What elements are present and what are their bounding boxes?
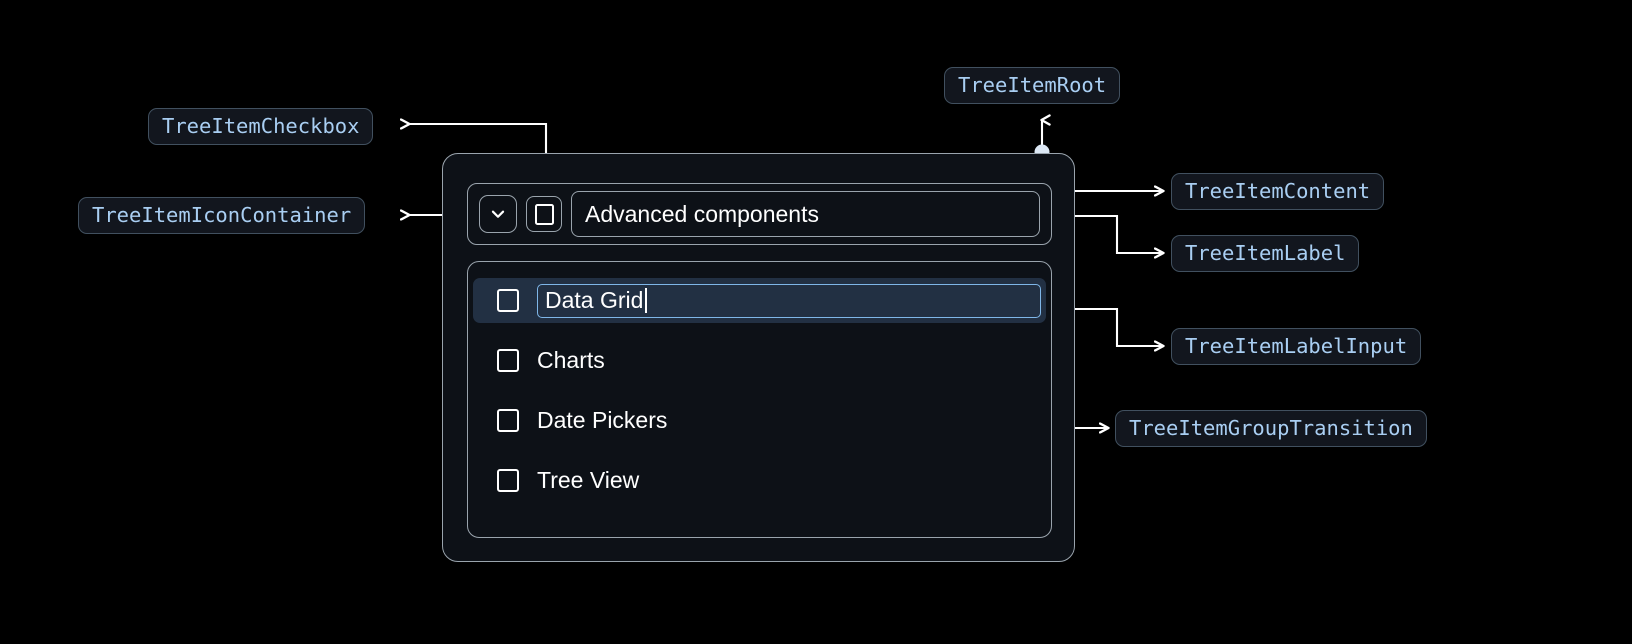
tree-item-label-input-value: Data Grid bbox=[545, 287, 644, 313]
tree-item-root[interactable]: Advanced components Data Grid Charts Dat… bbox=[442, 153, 1075, 562]
tree-item-label: Date Pickers bbox=[537, 407, 668, 433]
tree-item-row-data-grid[interactable]: Data Grid bbox=[473, 278, 1046, 323]
tree-item-row-date-pickers[interactable]: Date Pickers bbox=[468, 398, 1051, 443]
text-caret bbox=[645, 288, 648, 313]
tree-item-checkbox[interactable] bbox=[497, 349, 519, 372]
tree-item-row-charts[interactable]: Charts bbox=[468, 338, 1051, 383]
tree-item-checkbox[interactable] bbox=[497, 289, 519, 312]
callout-tree-item-icon-container: TreeItemIconContainer bbox=[78, 197, 366, 234]
callout-tree-item-group-transition: TreeItemGroupTransition bbox=[1115, 410, 1427, 447]
checkbox-box-icon bbox=[534, 203, 554, 225]
tree-item-label[interactable]: Advanced components bbox=[571, 191, 1040, 237]
callout-tree-item-label-input: TreeItemLabelInput bbox=[1171, 328, 1422, 365]
tree-item-icon-container[interactable] bbox=[479, 195, 517, 233]
tree-item-checkbox[interactable] bbox=[526, 196, 562, 232]
callout-tree-item-checkbox: TreeItemCheckbox bbox=[148, 108, 374, 145]
tree-item-label: Charts bbox=[537, 347, 605, 373]
tree-item-group-transition: Data Grid Charts Date Pickers Tree View bbox=[467, 261, 1052, 538]
tree-item-content[interactable]: Advanced components bbox=[467, 183, 1052, 245]
tree-item-label-text: Advanced components bbox=[585, 200, 819, 227]
callout-tree-item-label: TreeItemLabel bbox=[1171, 235, 1360, 272]
tree-item-label-input[interactable]: Data Grid bbox=[537, 283, 1041, 318]
tree-item-checkbox[interactable] bbox=[497, 469, 519, 492]
callout-tree-item-root: TreeItemRoot bbox=[944, 67, 1121, 104]
tree-item-row-tree-view[interactable]: Tree View bbox=[468, 458, 1051, 503]
tree-item-checkbox[interactable] bbox=[497, 409, 519, 432]
callout-tree-item-content: TreeItemContent bbox=[1171, 173, 1385, 210]
chevron-down-icon bbox=[491, 210, 505, 218]
tree-item-label: Tree View bbox=[537, 467, 640, 493]
